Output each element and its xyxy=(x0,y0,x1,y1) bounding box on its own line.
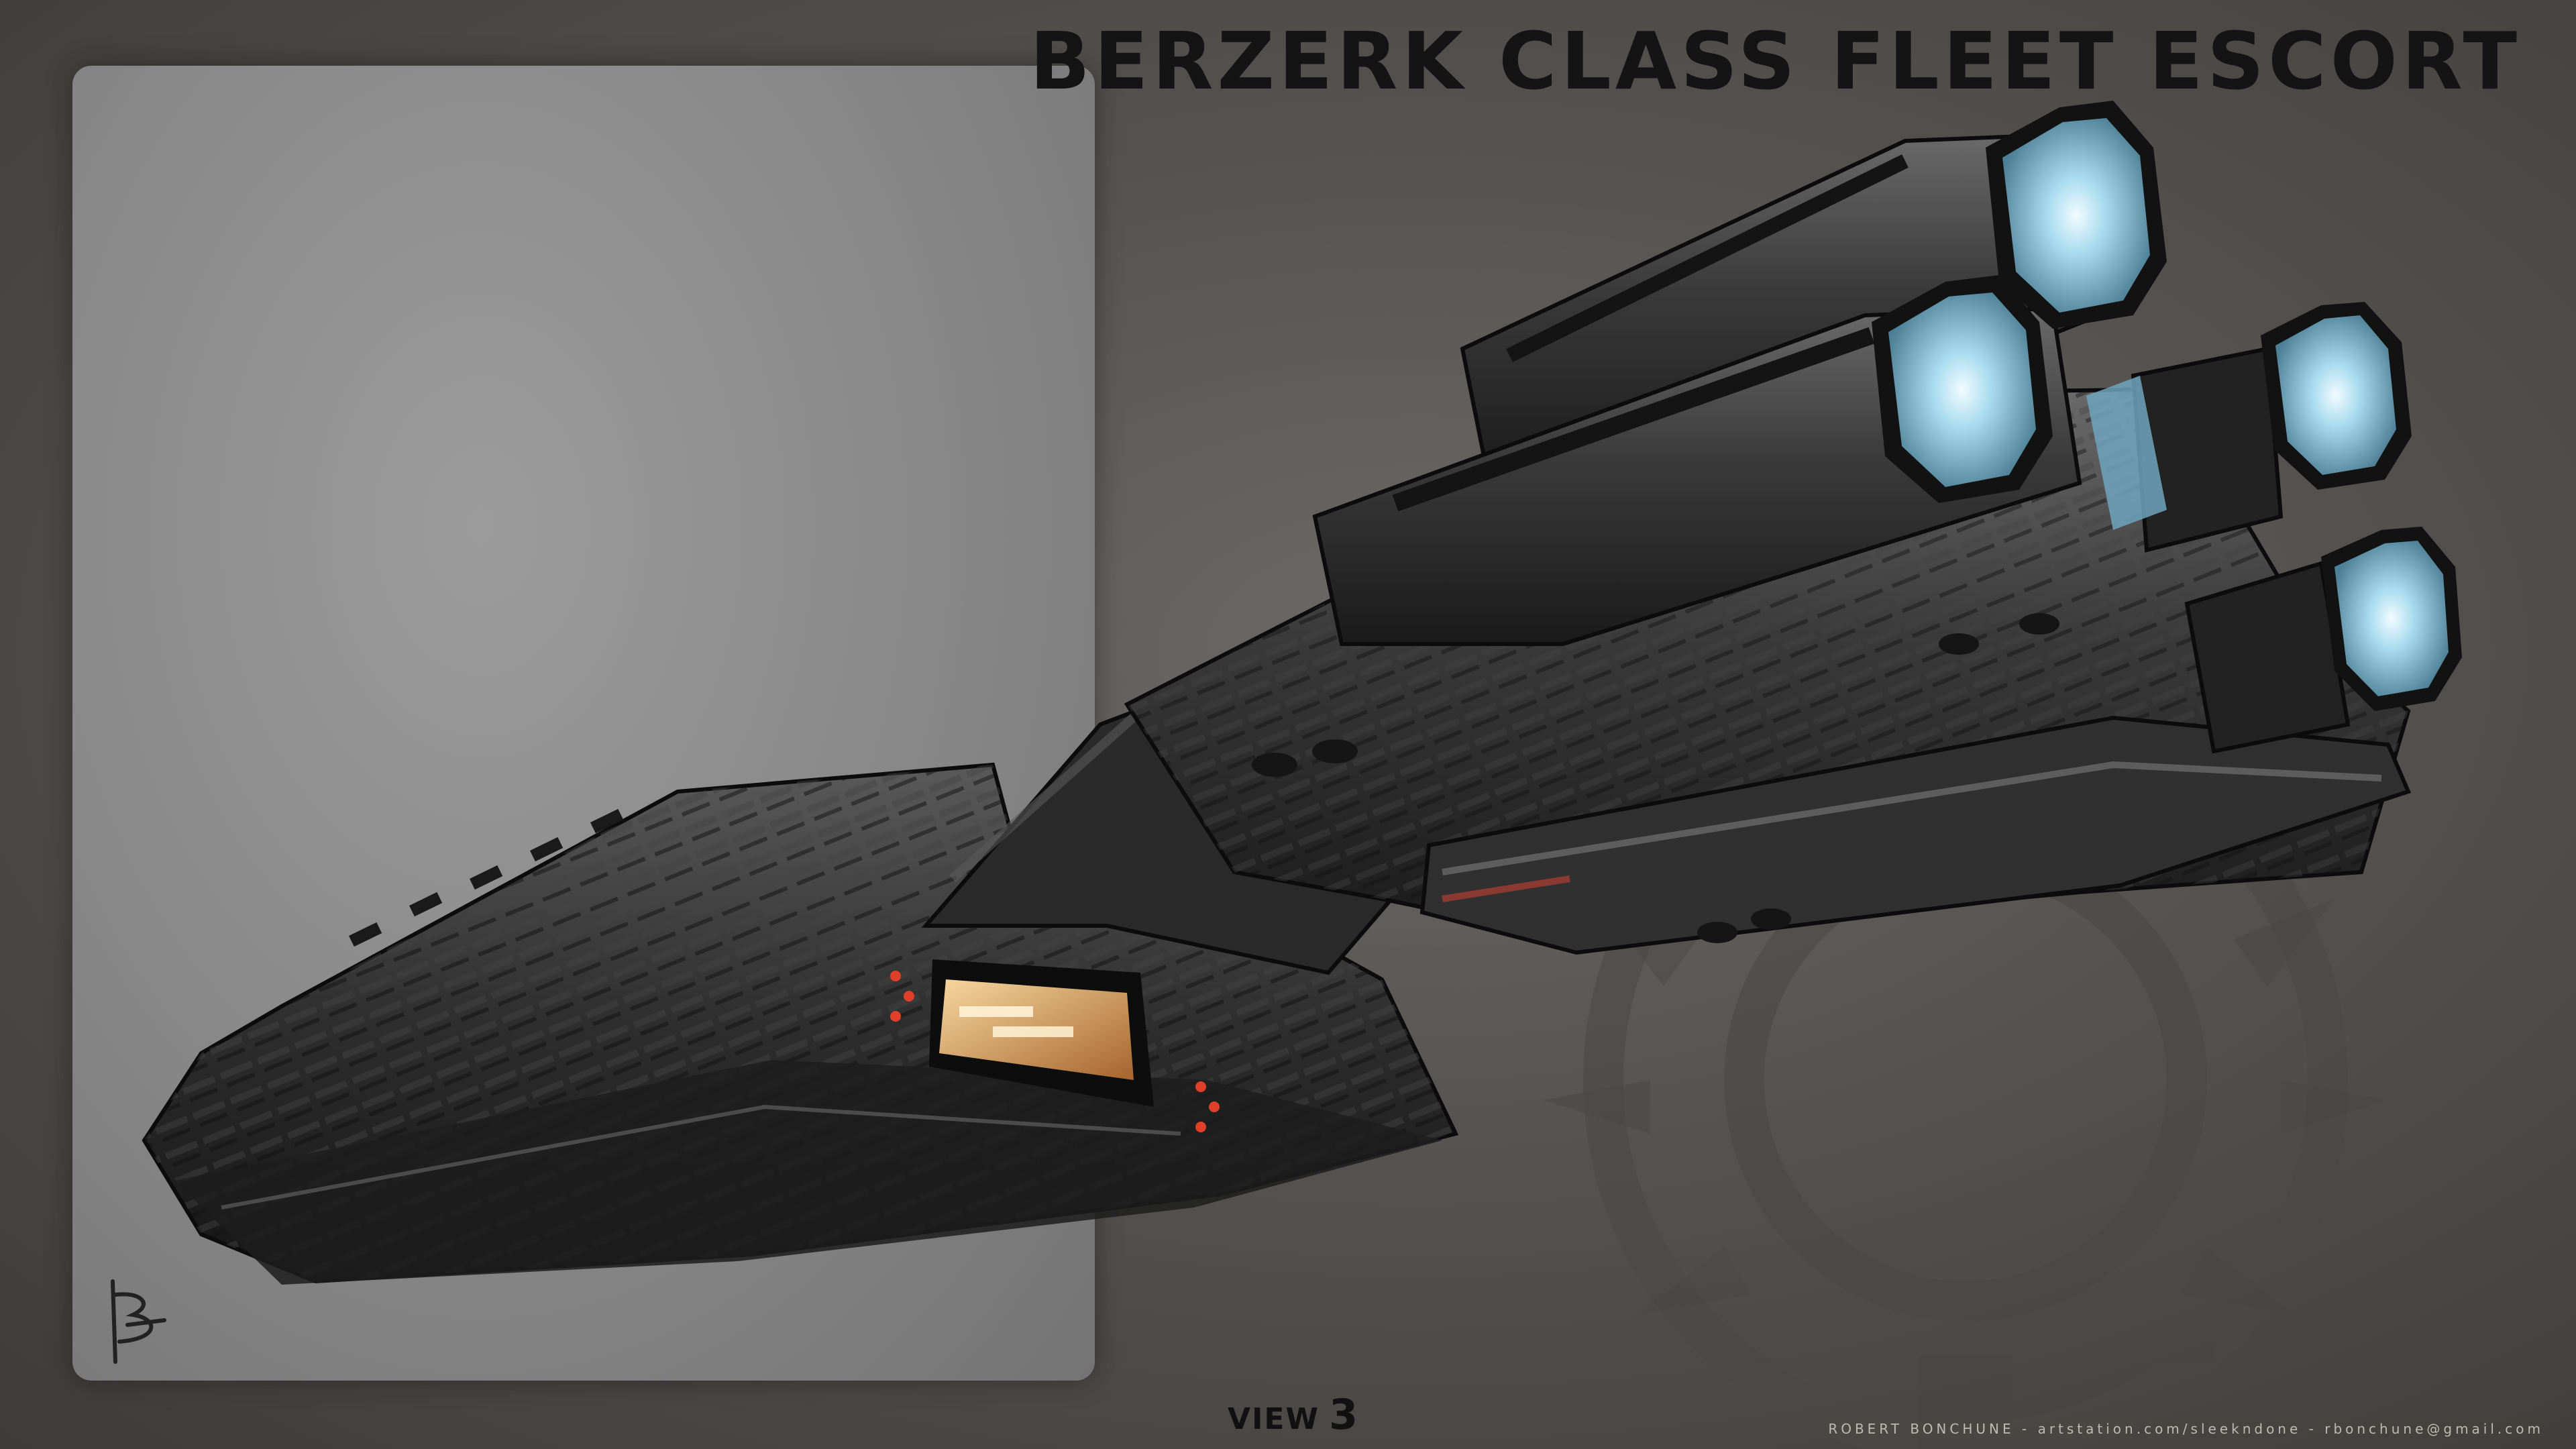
engine-nacelles xyxy=(1312,131,2351,754)
page-title: BERZERK CLASS FLEET ESCORT xyxy=(1030,15,2521,107)
view-label: VIEW 3 xyxy=(1228,1390,1358,1439)
artist-credit: ROBERT BONCHUNE - artstation.com/sleeknd… xyxy=(1828,1421,2544,1437)
backdrop-panel xyxy=(72,66,1095,1381)
view-number: 3 xyxy=(1329,1390,1358,1439)
engine-exhaust-glows xyxy=(1872,101,2462,711)
aft-hull xyxy=(1124,386,2412,955)
view-word: VIEW xyxy=(1228,1402,1320,1436)
turret-clusters xyxy=(1252,613,2059,943)
